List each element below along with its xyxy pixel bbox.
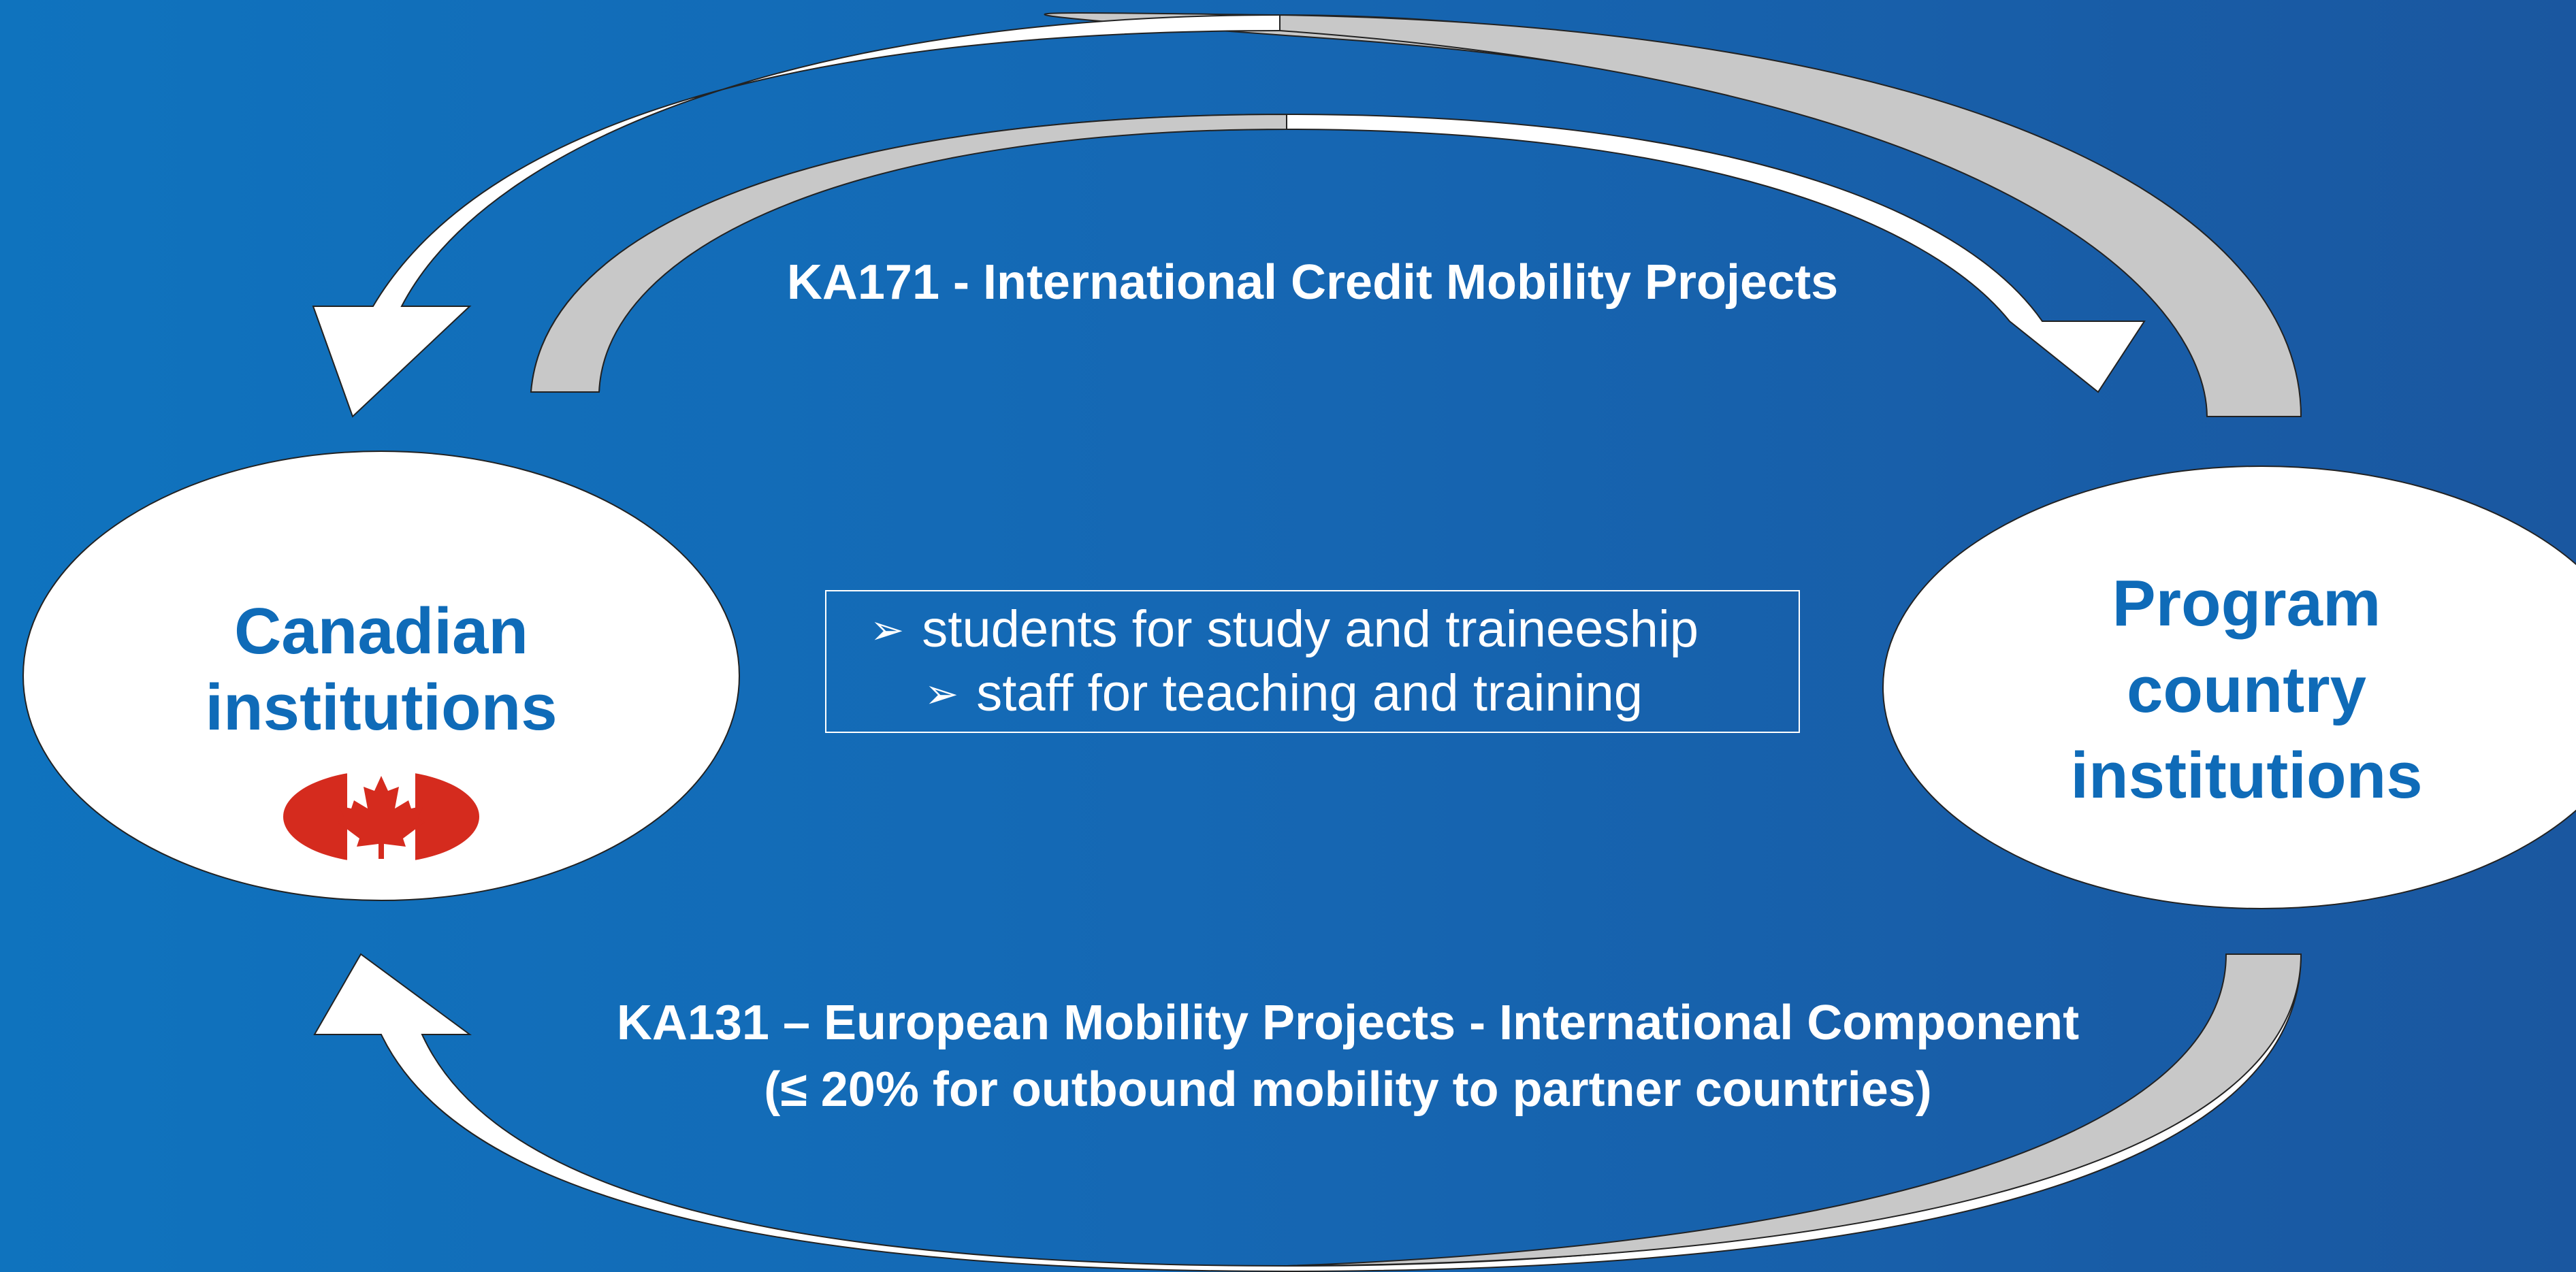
bottom-arrow-underside <box>1286 953 2302 1267</box>
top-inner-arrow-body <box>530 113 2146 393</box>
program-label-line3: institutions <box>2070 739 2423 813</box>
top-arrow-to-canadian <box>312 12 2302 418</box>
program-label-line2: country <box>2126 653 2367 726</box>
info-item-text: students for study and traineeship <box>922 600 1698 658</box>
top-outer-arrow-tail <box>1279 14 2302 417</box>
ka171-label: KA171 - International Credit Mobility Pr… <box>786 255 1839 310</box>
program-institutions-node <box>1882 466 2576 909</box>
info-item-text: staff for teaching and training <box>976 664 1643 722</box>
bottom-arrow-to-canadian <box>313 953 2302 1272</box>
top-outer-arrow-body <box>312 14 2302 418</box>
program-label-line1: Program <box>2112 567 2381 640</box>
top-arrow-to-program <box>530 113 2146 393</box>
ka131-note: (≤ 20% for outbound mobility to partner … <box>764 1062 1932 1117</box>
arrowhead-bullet-icon: ➢ <box>924 671 959 717</box>
canadian-institutions-node <box>22 451 740 901</box>
program-institutions-label: Program country institutions <box>2042 561 2451 819</box>
info-item: ➢ students for study and traineeship <box>870 600 1698 659</box>
info-item: ➢ staff for teaching and training <box>924 664 1643 723</box>
arrowhead-bullet-icon: ➢ <box>870 607 905 653</box>
top-inner-arrow-underside <box>530 113 1287 393</box>
mobility-info-box: ➢ students for study and traineeship ➢ sta… <box>825 590 1800 733</box>
ka131-label: KA131 – European Mobility Projects - Int… <box>616 996 2080 1050</box>
canadian-institutions-label: Canadian institutions <box>177 593 585 747</box>
canadian-label-line2: institutions <box>205 671 558 745</box>
canadian-label-line1: Canadian <box>234 595 529 668</box>
